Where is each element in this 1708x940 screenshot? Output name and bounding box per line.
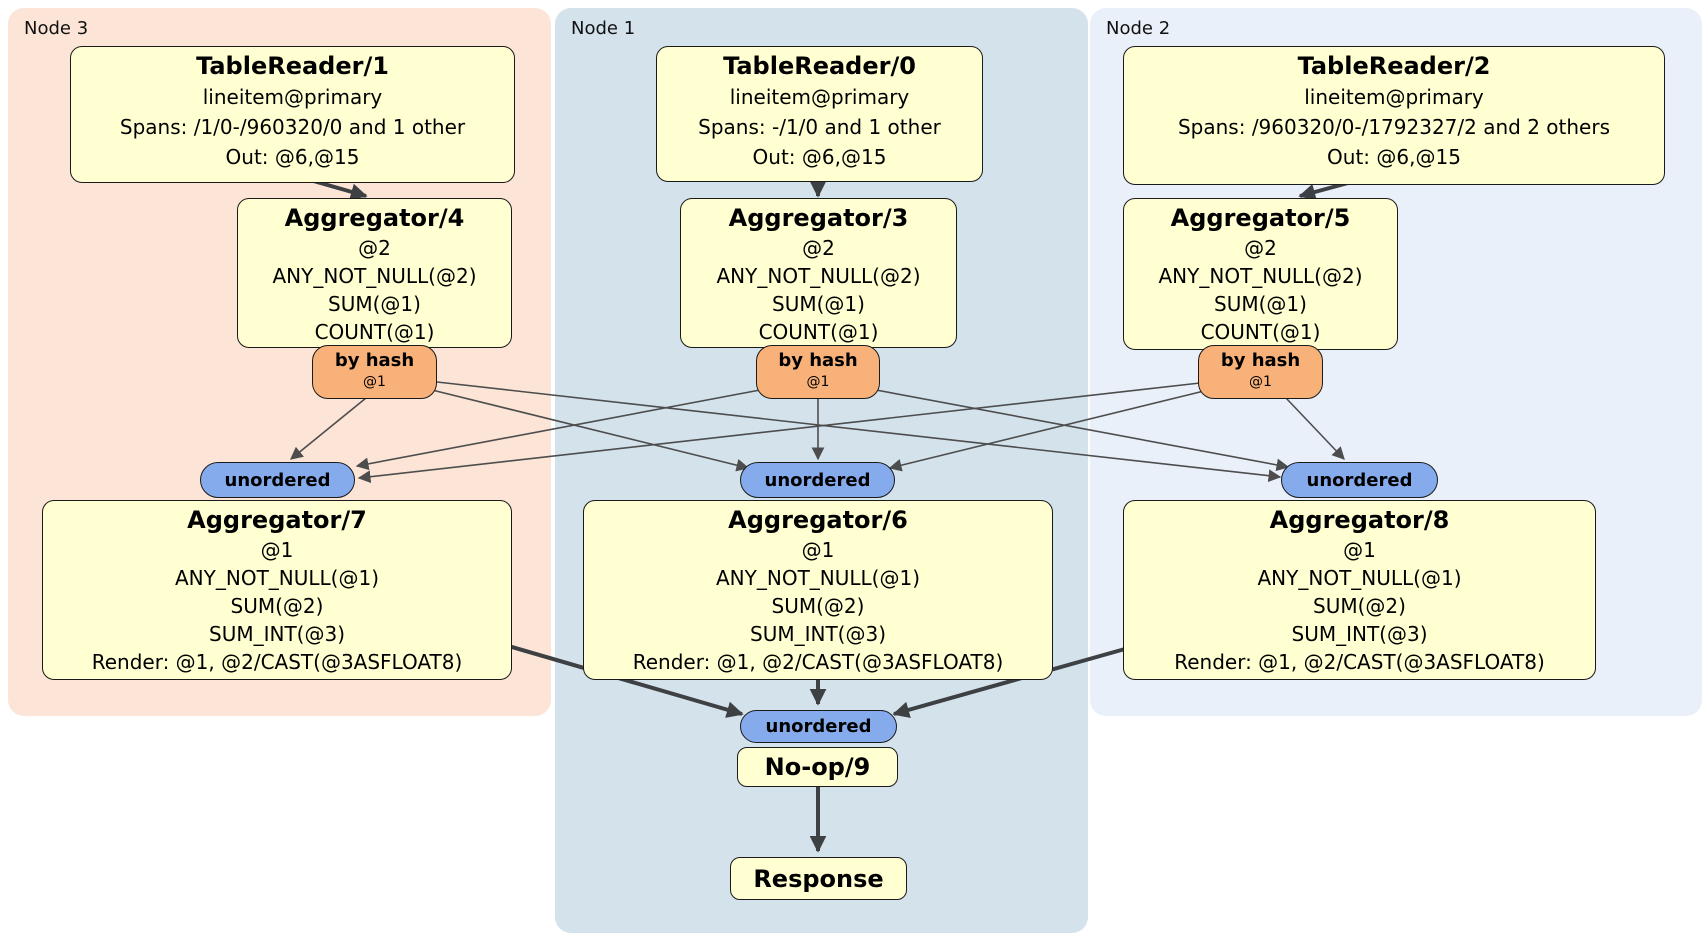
processor-tablereader-2: TableReader/2 lineitem@primary Spans: /9… <box>1123 46 1665 185</box>
processor-aggregator-7: Aggregator/7 @1 ANY_NOT_NULL(@1) SUM(@2)… <box>42 500 512 680</box>
processor-title: Aggregator/5 <box>1170 204 1351 232</box>
processor-line: @1 <box>801 538 835 562</box>
processor-line: Render: @1, @2/CAST(@3ASFLOAT8) <box>1174 650 1545 674</box>
processor-aggregator-6: Aggregator/6 @1 ANY_NOT_NULL(@1) SUM(@2)… <box>583 500 1053 680</box>
processor-line: Out: @6,@15 <box>225 145 360 169</box>
processor-line: @2 <box>802 236 835 260</box>
router-by-hash-left: by hash @1 <box>312 345 437 399</box>
processor-title: Aggregator/6 <box>728 506 908 534</box>
processor-line: ANY_NOT_NULL(@2) <box>1158 264 1363 288</box>
router-label: by hash <box>334 350 415 371</box>
processor-line: ANY_NOT_NULL(@1) <box>175 566 379 590</box>
processor-line: @2 <box>358 236 391 260</box>
processor-aggregator-5: Aggregator/5 @2 ANY_NOT_NULL(@2) SUM(@1)… <box>1123 198 1398 350</box>
processor-title: TableReader/2 <box>1297 52 1491 80</box>
router-by-hash-middle: by hash @1 <box>756 345 880 399</box>
edge-router-left-sync-middle <box>431 389 750 472</box>
processor-title: Aggregator/3 <box>728 204 909 232</box>
processor-line: SUM(@1) <box>772 292 865 316</box>
sync-label: unordered <box>1306 469 1413 491</box>
processor-line: Spans: /1/0-/960320/0 and 1 other <box>119 115 466 139</box>
processor-line: SUM_INT(@3) <box>209 622 345 646</box>
processor-line: SUM_INT(@3) <box>1291 622 1428 646</box>
processor-line: COUNT(@1) <box>758 320 879 344</box>
processor-aggregator-8: Aggregator/8 @1 ANY_NOT_NULL(@1) SUM(@2)… <box>1123 500 1596 680</box>
edge-router-right-sync-right <box>1285 397 1345 460</box>
processor-title: Aggregator/8 <box>1269 506 1450 534</box>
router-detail: @1 <box>806 374 830 390</box>
processor-line: Render: @1, @2/CAST(@3ASFLOAT8) <box>632 650 1004 674</box>
region-node2-label: Node 2 <box>1106 18 1171 39</box>
processor-line: ANY_NOT_NULL(@1) <box>1257 566 1462 590</box>
processor-title: TableReader/1 <box>196 52 389 80</box>
processor-tablereader-0: TableReader/0 lineitem@primary Spans: -/… <box>656 46 983 182</box>
processor-line: COUNT(@1) <box>1200 320 1321 344</box>
processor-line: Out: @6,@15 <box>752 145 887 169</box>
processor-line: SUM(@2) <box>1313 594 1406 618</box>
router-label: by hash <box>1220 350 1301 371</box>
processor-line: ANY_NOT_NULL(@2) <box>716 264 921 288</box>
sync-unordered-bottom: unordered <box>740 710 897 743</box>
region-node1-label: Node 1 <box>571 18 636 39</box>
processor-line: ANY_NOT_NULL(@1) <box>716 566 920 590</box>
processor-line: SUM(@1) <box>328 292 421 316</box>
processor-line: @1 <box>1343 538 1376 562</box>
processor-aggregator-3: Aggregator/3 @2 ANY_NOT_NULL(@2) SUM(@1)… <box>680 198 957 348</box>
processor-aggregator-4: Aggregator/4 @2 ANY_NOT_NULL(@2) SUM(@1)… <box>237 198 512 348</box>
processor-noop-9: No-op/9 <box>737 747 898 787</box>
edge-router-middle-sync-right <box>875 389 1290 472</box>
processor-title: Response <box>753 864 884 893</box>
edge-router-middle-sync-left <box>355 389 761 471</box>
processor-line: lineitem@primary <box>1304 85 1484 109</box>
router-detail: @1 <box>363 374 386 390</box>
edge-router-left-sync-left <box>290 397 367 460</box>
processor-line: SUM(@2) <box>771 594 865 618</box>
processor-line: lineitem@primary <box>729 85 910 109</box>
sync-unordered-left: unordered <box>200 462 355 498</box>
processor-line: COUNT(@1) <box>314 320 435 344</box>
sync-unordered-middle: unordered <box>740 462 895 498</box>
processor-line: SUM(@2) <box>230 594 324 618</box>
processor-line: @2 <box>1244 236 1277 260</box>
processor-line: @1 <box>260 538 294 562</box>
edge-router-right-sync-middle <box>888 390 1205 472</box>
processor-title: No-op/9 <box>764 753 871 781</box>
sync-label: unordered <box>224 469 331 491</box>
processor-line: Spans: /960320/0-/1792327/2 and 2 others <box>1177 115 1610 139</box>
processor-line: Spans: -/1/0 and 1 other <box>698 115 941 139</box>
processor-line: SUM(@1) <box>1214 292 1307 316</box>
router-label: by hash <box>778 350 858 371</box>
processor-response: Response <box>730 857 907 900</box>
processor-line: lineitem@primary <box>202 85 383 109</box>
processor-line: Render: @1, @2/CAST(@3ASFLOAT8) <box>91 650 463 674</box>
processor-line: Out: @6,@15 <box>1327 145 1461 169</box>
region-node3-label: Node 3 <box>24 18 89 39</box>
processor-tablereader-1: TableReader/1 lineitem@primary Spans: /1… <box>70 46 515 183</box>
processor-title: Aggregator/7 <box>187 506 367 534</box>
edge-aggregator8-unordered-bottom <box>892 645 1133 718</box>
processor-title: Aggregator/4 <box>284 204 465 232</box>
processor-title: TableReader/0 <box>723 52 916 80</box>
processor-line: ANY_NOT_NULL(@2) <box>272 264 477 288</box>
sync-label: unordered <box>765 716 872 737</box>
sync-label: unordered <box>764 469 871 491</box>
edge-tablereader2-aggregator5 <box>1298 181 1349 201</box>
sync-unordered-right: unordered <box>1281 462 1438 498</box>
edge-router-right-sync-left <box>357 382 1201 484</box>
router-detail: @1 <box>1249 374 1272 390</box>
router-by-hash-right: by hash @1 <box>1198 345 1323 399</box>
edge-router-left-sync-right <box>436 381 1282 483</box>
processor-line: SUM_INT(@3) <box>750 622 886 646</box>
